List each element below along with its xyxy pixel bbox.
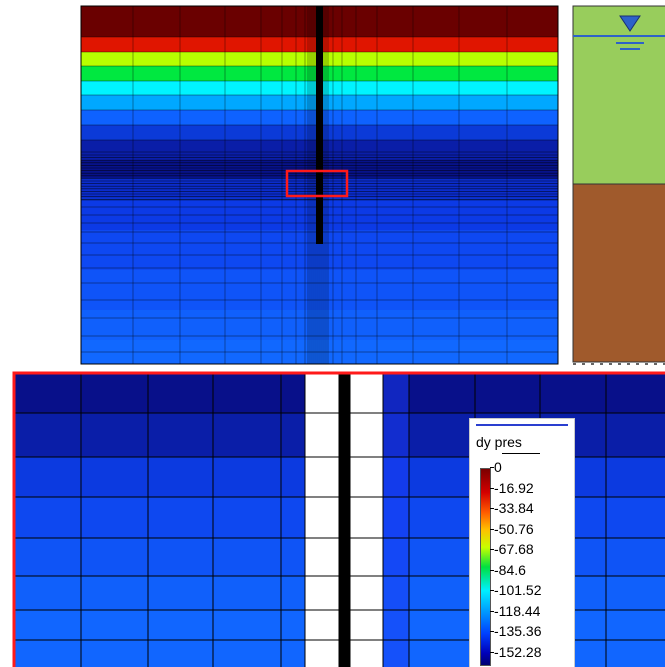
legend-label: -33.84 bbox=[490, 500, 534, 516]
legend-label: -67.68 bbox=[490, 541, 534, 557]
pile bbox=[316, 6, 323, 244]
gap-strip bbox=[305, 372, 339, 667]
legend-label: -118.44 bbox=[489, 603, 541, 619]
color-legend: dy pres 0 -16.92 -33.84 -50.76 -67.68 -8… bbox=[469, 418, 575, 667]
legend-label: -84.6 bbox=[490, 562, 526, 578]
legend-label: 0 bbox=[490, 459, 502, 475]
legend-title: dy pres bbox=[476, 434, 522, 450]
legend-label: -50.76 bbox=[490, 521, 534, 537]
legend-label: -152.28 bbox=[489, 644, 542, 660]
pile bbox=[339, 372, 350, 667]
legend-label: -101.52 bbox=[489, 582, 542, 598]
overview-contour-plot bbox=[80, 5, 665, 365]
soil-layer-lower bbox=[572, 183, 665, 363]
zoom-region-box bbox=[285, 169, 349, 198]
legend-title-underline bbox=[502, 453, 540, 454]
zoom-frame bbox=[12, 371, 665, 667]
contour-band bbox=[81, 310, 558, 340]
legend-label: -16.92 bbox=[490, 480, 534, 496]
plot-border bbox=[80, 5, 559, 365]
legend-label: -135.36 bbox=[489, 623, 542, 639]
detail-contour-band bbox=[383, 372, 409, 667]
gap-strip bbox=[350, 372, 383, 667]
legend-top-line bbox=[476, 424, 568, 426]
legend-color-bar bbox=[480, 468, 491, 666]
water-level-triangle-icon bbox=[619, 15, 641, 32]
contour-band bbox=[81, 270, 558, 310]
